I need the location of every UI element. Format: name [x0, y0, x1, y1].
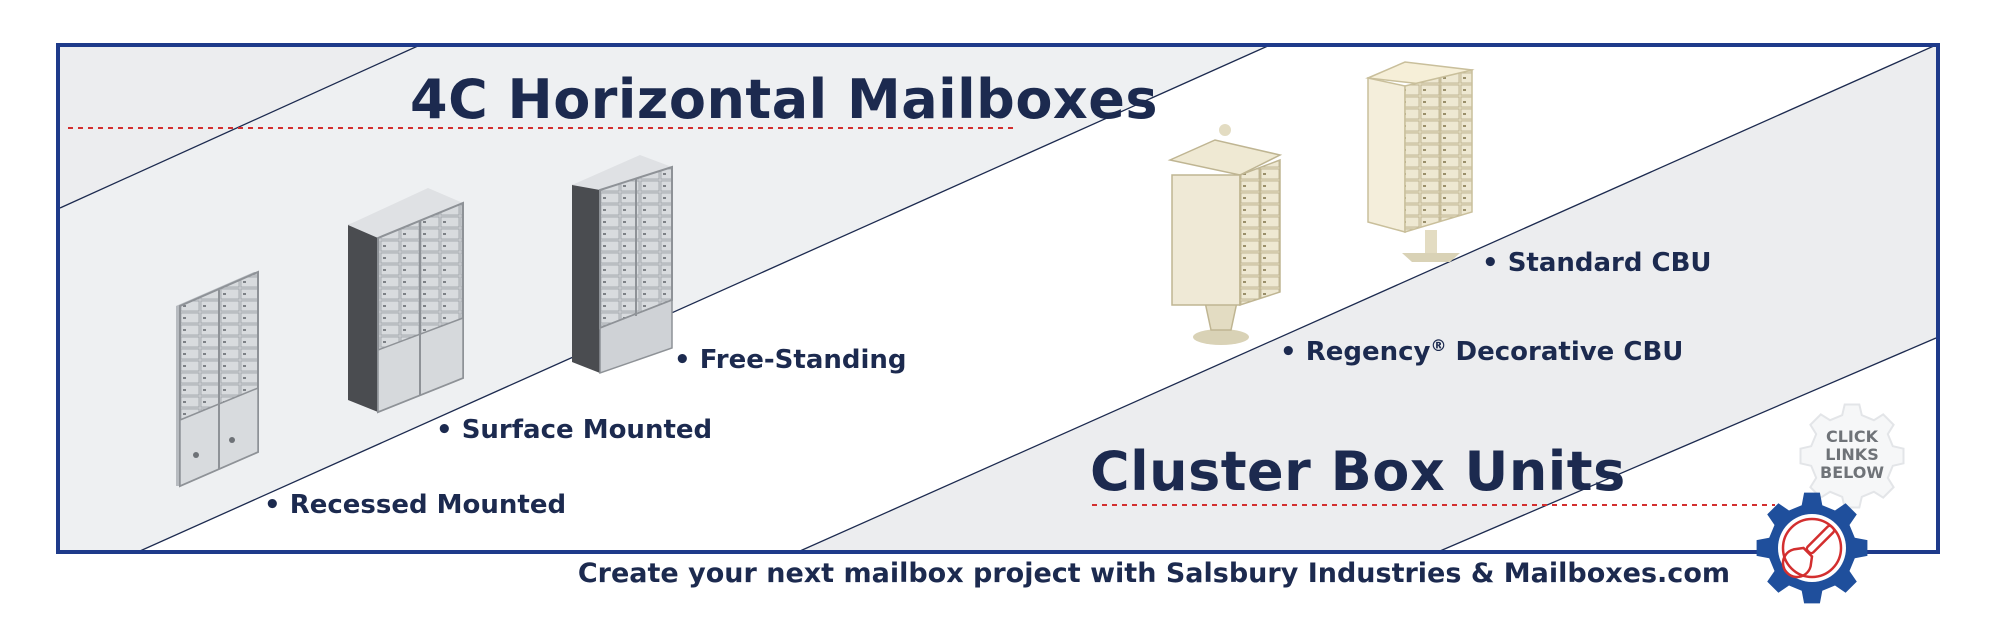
banner-frame	[56, 43, 1940, 554]
surface-mounted-label: Surface Mounted	[461, 415, 713, 445]
free-standing-link[interactable]: • Free-Standing	[674, 345, 907, 375]
bullet: •	[436, 415, 453, 445]
badge-line-1: CLICK	[1825, 427, 1879, 446]
surface-mailbox-icon	[348, 188, 464, 414]
registered-mark: ®	[1430, 336, 1447, 355]
click-links-below-badge: CLICK LINKS BELOW	[1812, 428, 1892, 482]
regency-suffix: Decorative CBU	[1455, 337, 1684, 367]
footer-tagline[interactable]: Create your next mailbox project with Sa…	[577, 558, 1730, 589]
click-links-gear-icon	[1799, 403, 1905, 509]
regency-cbu-link[interactable]: • Regency® Decorative CBU	[1280, 336, 1683, 367]
free-standing-label: Free-Standing	[699, 345, 907, 375]
badge-line-3: BELOW	[1820, 463, 1884, 482]
standard-cbu-label: Standard CBU	[1507, 248, 1712, 278]
bullet: •	[1482, 248, 1499, 278]
cluster-box-units-title[interactable]: Cluster Box Units	[1090, 440, 1626, 503]
horizontal-mailboxes-title[interactable]: 4C Horizontal Mailboxes	[410, 68, 1159, 131]
bullet: •	[1280, 337, 1297, 367]
regency-name: Regency	[1305, 337, 1431, 367]
freestanding-mailbox-icon	[572, 155, 673, 375]
badge-line-2: LINKS	[1825, 445, 1879, 464]
standard-cbu-icon	[1365, 61, 1475, 262]
standard-cbu-link[interactable]: • Standard CBU	[1482, 248, 1712, 278]
recessed-mounted-link[interactable]: • Recessed Mounted	[264, 490, 566, 520]
recessed-mounted-label: Recessed Mounted	[289, 490, 567, 520]
surface-mounted-link[interactable]: • Surface Mounted	[436, 415, 712, 445]
bullet: •	[674, 345, 691, 375]
wrench-gear-icon[interactable]	[1756, 492, 1868, 604]
recessed-mailbox-icon	[176, 270, 259, 488]
bullet: •	[264, 490, 281, 520]
regency-cbu-icon	[1167, 124, 1283, 345]
